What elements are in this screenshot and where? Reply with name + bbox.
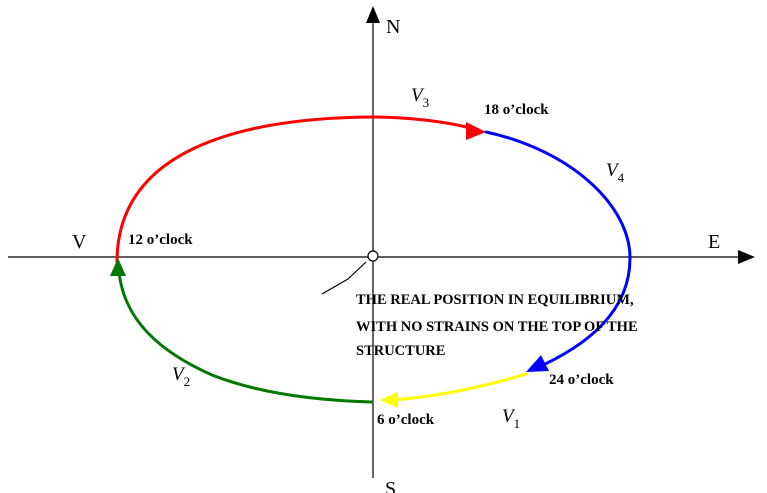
time-label-24: 24 o’clock	[549, 372, 614, 388]
equilibrium-note-line-2: WITH NO STRAINS ON THE TOP OF THE	[356, 319, 638, 335]
segment-6-to-12	[117, 270, 374, 404]
time-label-18: 18 o’clock	[484, 102, 549, 118]
time-label-12: 12 o’clock	[128, 232, 193, 248]
velocity-label-2: V2	[172, 364, 190, 389]
east-arrowhead-icon	[738, 250, 755, 264]
note-pointer-line	[347, 261, 367, 280]
north-label: N	[386, 16, 400, 38]
east-label: E	[708, 231, 720, 253]
velocity-label-1: V1	[502, 406, 520, 431]
arrowhead-12-icon	[110, 258, 126, 276]
time-label-6: 6 o’clock	[377, 412, 435, 428]
segment-12-to-18	[115, 115, 480, 264]
note-pointer-line-horizontal	[321, 278, 349, 295]
velocity-label-3: V3	[411, 85, 429, 110]
segment-24-to-6	[386, 372, 528, 402]
south-label: S	[385, 478, 396, 493]
origin-marker	[367, 250, 379, 262]
equilibrium-note-line-1: THE REAL POSITION IN EQUILIBRIUM,	[356, 292, 634, 308]
velocity-label-4: V4	[606, 160, 625, 185]
arrowhead-18-icon	[466, 122, 486, 140]
arrowhead-24-icon	[526, 355, 549, 372]
west-label: V	[72, 231, 87, 253]
equilibrium-note-line-3: STRUCTURE	[356, 343, 445, 359]
arrowhead-6-icon	[380, 392, 398, 408]
segment-18-to-24	[484, 130, 632, 372]
north-arrowhead-icon	[366, 6, 380, 23]
